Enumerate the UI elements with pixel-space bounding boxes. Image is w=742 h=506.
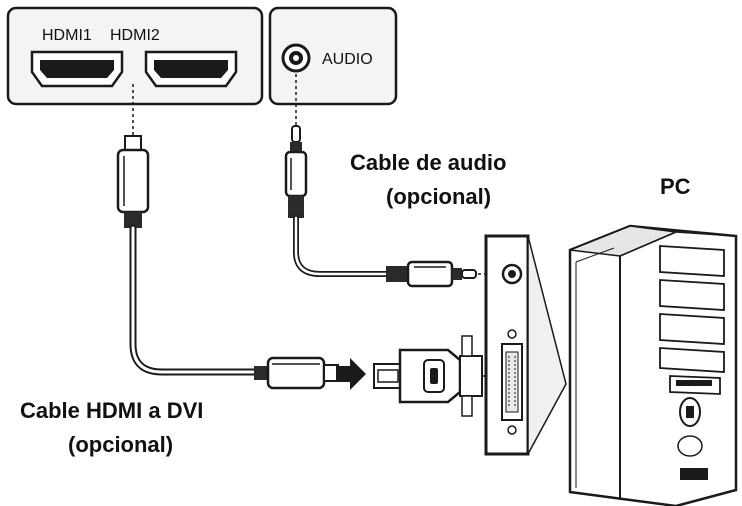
pc-label: PC (660, 174, 691, 199)
audio-port-panel: AUDIO (268, 6, 398, 106)
audio-plug-top (284, 125, 308, 218)
hdmi-plug (116, 135, 150, 228)
audio-jack-icon (281, 43, 311, 73)
hdmi2-label: HDMI2 (110, 27, 160, 44)
hdmi-cable-caption-line1: Cable HDMI a DVI (20, 398, 203, 423)
audio-cable (293, 215, 391, 277)
pc-tower-icon (568, 224, 738, 506)
hdmi-cable-caption-line2: (opcional) (68, 432, 173, 457)
arrow-right-icon (336, 358, 366, 390)
hdmi-dvi-adapter (373, 335, 483, 417)
audio-cable-caption-line2: (opcional) (386, 184, 491, 209)
hdmi-port-icon (30, 50, 124, 88)
audio-cable-caption-line1: Cable de audio (350, 150, 506, 175)
hdmi-port-panel: HDMI1 HDMI2 (6, 6, 264, 106)
hdmi-cable (129, 224, 262, 376)
pc-rear-panel (484, 234, 530, 456)
hdmi-port-icon (144, 50, 238, 88)
zoom-projection (527, 235, 567, 455)
cable-end-plug (254, 356, 339, 390)
hdmi1-label: HDMI1 (42, 27, 92, 44)
audio-plug-pc (386, 260, 477, 288)
audio-label: AUDIO (322, 51, 373, 68)
